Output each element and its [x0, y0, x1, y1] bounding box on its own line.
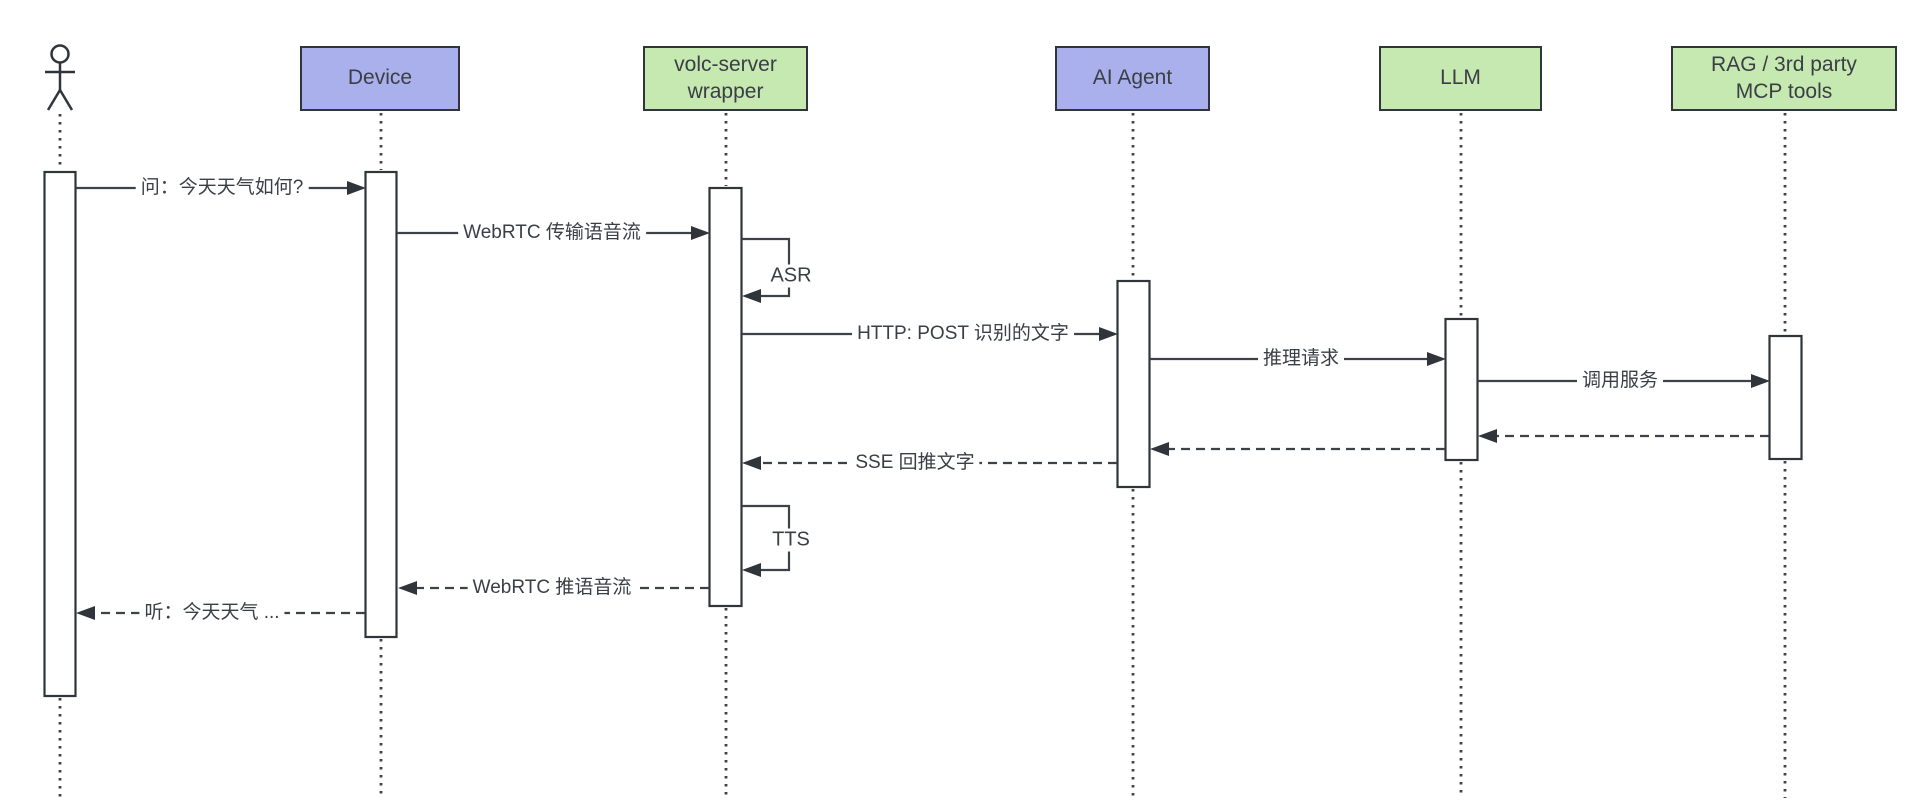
- activation-ai-agent: [1116, 279, 1151, 489]
- message-8-arrowhead: [742, 456, 761, 470]
- message-7-arrowhead: [1150, 442, 1169, 456]
- activation-volc-server: [708, 186, 743, 608]
- message-2-label: ASR: [765, 264, 817, 288]
- message-2-arrowhead: [742, 289, 761, 303]
- participant-llm-label: LLM: [1440, 66, 1481, 90]
- actor-left-leg: [46, 89, 62, 111]
- message-5-label: 调用服务: [1576, 370, 1664, 392]
- message-0-arrowhead: [347, 181, 366, 195]
- message-1-arrowhead: [691, 226, 710, 240]
- message-1-label: WebRTC 传输语音流: [458, 222, 646, 244]
- message-4-arrowhead: [1427, 352, 1446, 366]
- activation-bars: [43, 170, 1803, 698]
- message-lines: [76, 186, 1769, 615]
- participant-volc-server-label: volc-server wrapper: [674, 53, 777, 103]
- actor-right-leg: [58, 89, 74, 111]
- message-10-label: WebRTC 推语音流: [467, 577, 637, 599]
- participant-ai-agent-box: AI Agent: [1055, 46, 1210, 111]
- message-6-arrowhead: [1478, 429, 1497, 443]
- message-8-label: SSE 回推文字: [850, 452, 980, 474]
- activation-device: [364, 170, 398, 639]
- participant-volc-server-box: volc-server wrapper: [643, 46, 808, 111]
- activation-user: [43, 170, 77, 698]
- message-10-arrowhead: [398, 581, 417, 595]
- activation-llm: [1444, 317, 1479, 462]
- message-9-label: TTS: [767, 528, 815, 552]
- participant-llm-box: LLM: [1379, 46, 1542, 111]
- message-3-label: HTTP: POST 识别的文字: [852, 323, 1074, 345]
- message-11-label: 听：今天天气 ...: [139, 602, 285, 624]
- message-arrowheads: [76, 181, 1770, 620]
- message-3-arrowhead: [1099, 327, 1118, 341]
- message-9-arrowhead: [742, 563, 761, 577]
- participant-device-box: Device: [300, 46, 460, 111]
- participant-device-label: Device: [347, 66, 413, 90]
- actor-head: [50, 44, 70, 64]
- message-4-label: 推理请求: [1257, 348, 1345, 370]
- lifelines: [58, 113, 1787, 798]
- participant-rag-label: RAG / 3rd party MCP tools: [1711, 53, 1857, 103]
- message-11-arrowhead: [76, 606, 95, 620]
- participant-rag-box: RAG / 3rd party MCP tools: [1671, 46, 1897, 111]
- message-5-arrowhead: [1751, 374, 1770, 388]
- activation-rag: [1768, 334, 1803, 461]
- actor-icon: [45, 44, 75, 111]
- message-0-label: 问：今天天气如何?: [135, 177, 309, 199]
- participant-ai-agent-label: AI Agent: [1092, 66, 1173, 90]
